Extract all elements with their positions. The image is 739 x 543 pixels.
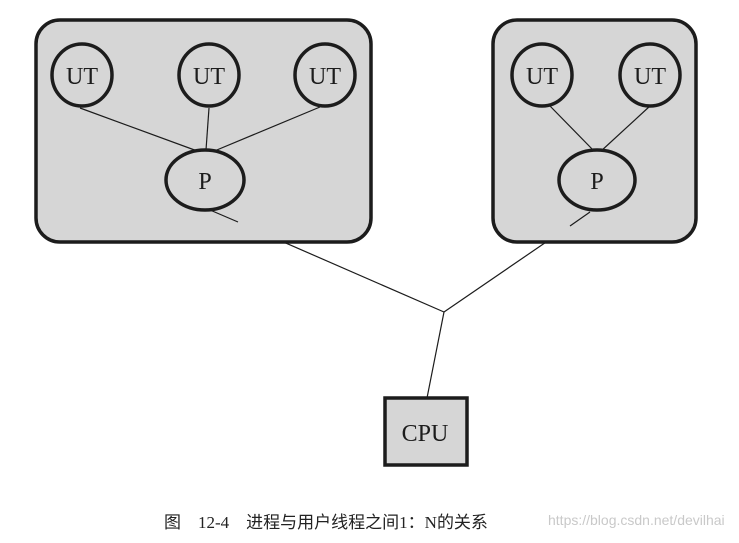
connector-lines-inner bbox=[79, 105, 651, 227]
ut-label: UT bbox=[526, 64, 558, 90]
user-thread-node-2: UT bbox=[177, 42, 241, 108]
cpu-node: CPU bbox=[383, 396, 469, 467]
caption-text: 图 12-4 进程与用户线程之间1：N的关系 bbox=[164, 513, 488, 532]
edge-ut2-p1-inner bbox=[205, 107, 210, 151]
cpu-label: CPU bbox=[402, 421, 449, 447]
edge-ut4-p2-inner bbox=[549, 105, 596, 153]
ut-label: UT bbox=[66, 64, 98, 90]
process-thread-diagram: UT UT UT P UT UT P CPU bbox=[34, 18, 698, 467]
edge-junction-cpu bbox=[426, 311, 445, 399]
p-label: P bbox=[590, 169, 603, 195]
edge-ut1-p1-inner bbox=[79, 107, 201, 153]
watermark: https://blog.csdn.net/devilhai bbox=[548, 512, 725, 528]
process-node-right: P bbox=[557, 148, 637, 212]
ut-label: UT bbox=[634, 64, 666, 90]
edge-p2-out-inner bbox=[569, 211, 591, 227]
edge-ut3-p1-inner bbox=[211, 106, 321, 153]
edge-ut5-p2-inner bbox=[599, 105, 651, 153]
user-thread-node-3: UT bbox=[293, 42, 357, 108]
user-thread-node-1: UT bbox=[50, 42, 114, 108]
ut-label: UT bbox=[193, 64, 225, 90]
edge-p1-out-inner bbox=[209, 209, 239, 223]
process-node-left: P bbox=[164, 148, 246, 212]
ut-label: UT bbox=[309, 64, 341, 90]
user-thread-node-5: UT bbox=[618, 42, 682, 108]
process-box-left bbox=[34, 18, 373, 244]
user-thread-node-4: UT bbox=[510, 42, 574, 108]
p-label: P bbox=[198, 169, 211, 195]
